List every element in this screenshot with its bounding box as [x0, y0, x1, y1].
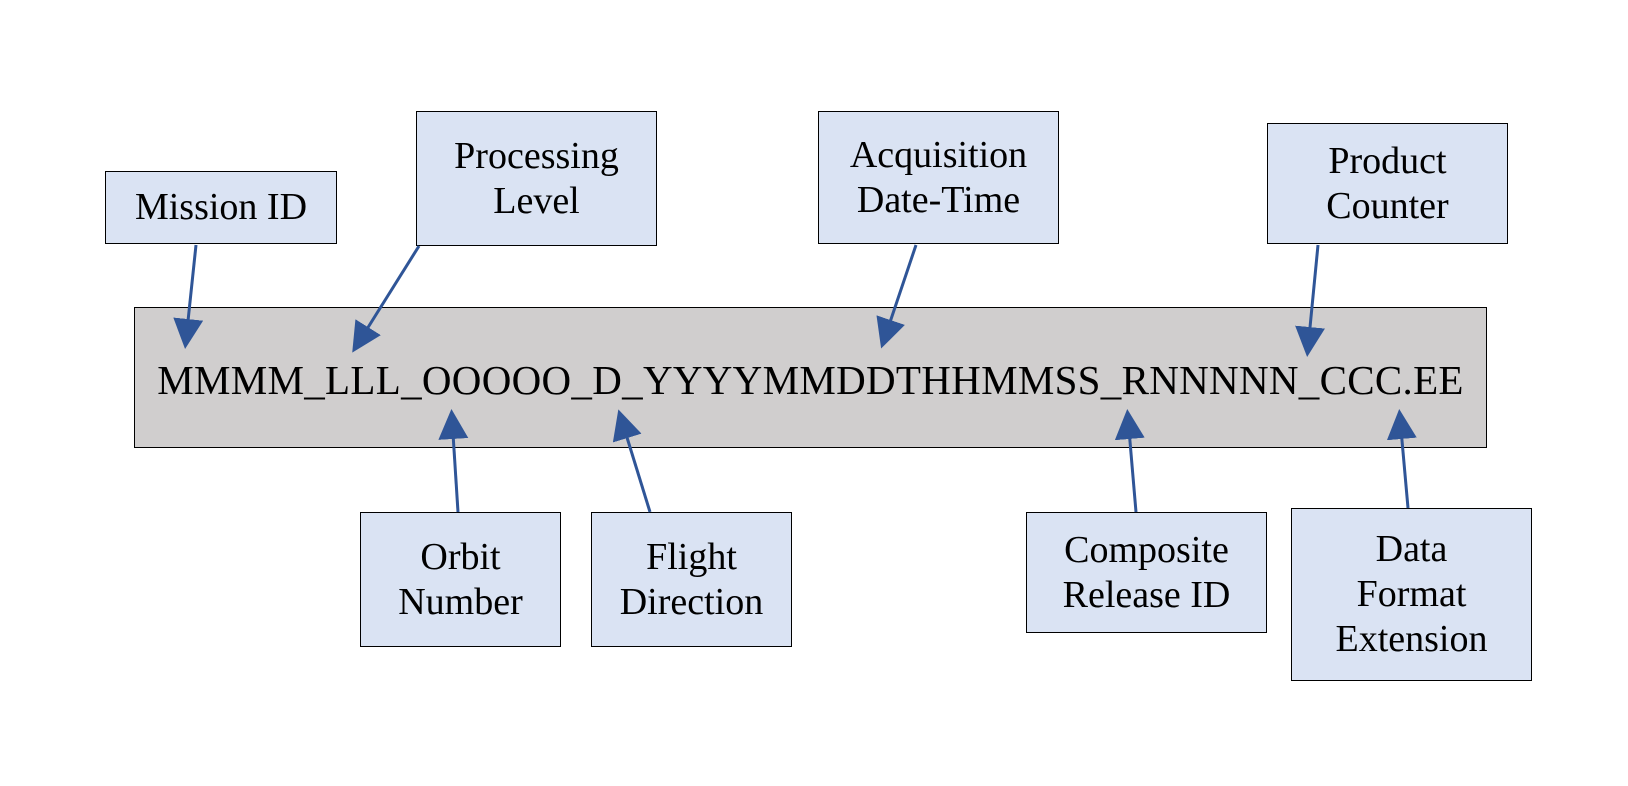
orbit-number-label-line1: Orbit [420, 535, 501, 578]
product-counter-label-line1: Product [1328, 139, 1447, 182]
filename-pattern-bar: MMMM_LLL_OOOOO_D_YYYYMMDDTHHMMSS_RNNNNN_… [134, 307, 1487, 448]
processing-level-label-line2: Level [493, 179, 580, 222]
mission-id-label: Mission ID [134, 186, 308, 228]
acquisition-datetime-label-line1: Acquisition [849, 133, 1028, 176]
mission-id-box: Mission ID [105, 171, 337, 244]
composite-release-id-label-line2: Release ID [1062, 573, 1231, 616]
orbit-number-label-line2: Number [398, 580, 523, 623]
composite-release-id-label-line1: Composite [1064, 528, 1229, 571]
flight-direction-box: Flight Direction [591, 512, 792, 647]
acquisition-datetime-label-line2: Date-Time [856, 178, 1021, 221]
data-format-extension-label-line2: Format [1356, 573, 1467, 615]
flight-direction-label-line2: Direction [619, 580, 764, 623]
processing-level-label-line1: Processing [454, 134, 619, 177]
flight-direction-label-line1: Flight [646, 535, 737, 578]
data-format-extension-label-line3: Extension [1335, 618, 1488, 660]
data-format-extension-box: Data Format Extension [1291, 508, 1532, 681]
composite-release-id-box: Composite Release ID [1026, 512, 1267, 633]
product-counter-label-line2: Counter [1326, 184, 1449, 227]
acquisition-datetime-box: Acquisition Date-Time [818, 111, 1059, 244]
processing-level-box: Processing Level [416, 111, 657, 246]
data-format-extension-label-line1: Data [1375, 528, 1448, 570]
filename-pattern-text: MMMM_LLL_OOOOO_D_YYYYMMDDTHHMMSS_RNNNNN_… [157, 356, 1464, 403]
product-counter-box: Product Counter [1267, 123, 1508, 244]
orbit-number-box: Orbit Number [360, 512, 561, 647]
